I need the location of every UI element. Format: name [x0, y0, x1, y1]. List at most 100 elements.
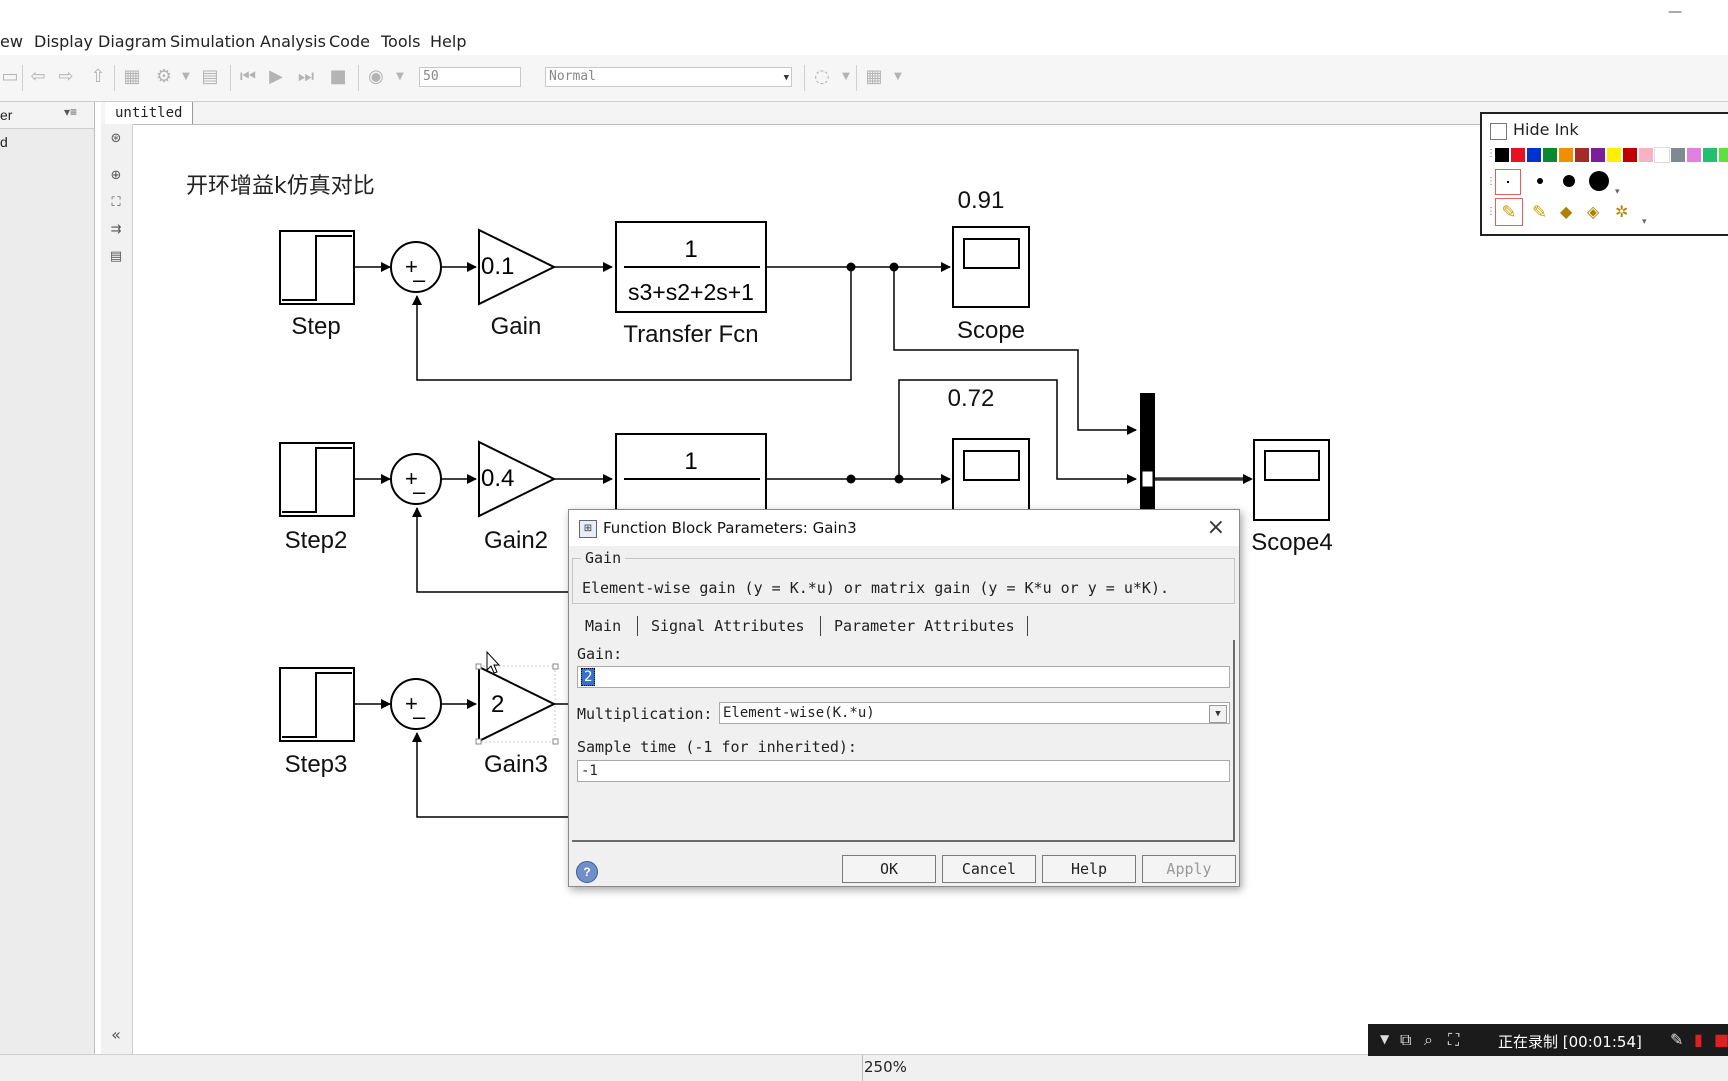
signal-line[interactable] [893, 267, 1137, 435]
help-button[interactable]: Help [1042, 855, 1136, 883]
region-icon[interactable]: ⛶ [1448, 1030, 1460, 1049]
pen-size-tiny[interactable] [1495, 169, 1521, 195]
sample-time-field[interactable]: -1 [577, 760, 1230, 782]
feedback-line[interactable] [412, 732, 568, 818]
feedback-line[interactable] [412, 507, 568, 593]
sum3-block[interactable]: + – [390, 678, 442, 730]
pen-size-medium[interactable] [1563, 175, 1575, 187]
chevron-down-icon[interactable]: ▼ [894, 71, 902, 82]
chevron-down-icon[interactable]: ▾ [1615, 186, 1620, 196]
chevron-down-icon[interactable]: ▾ [1642, 216, 1647, 226]
signal-line[interactable] [898, 379, 1137, 484]
chevron-down-icon[interactable]: ▼ [182, 71, 190, 82]
window-icon[interactable]: ⧉ [1400, 1030, 1412, 1049]
menu-view[interactable]: ew [0, 32, 23, 51]
fit-view-icon[interactable]: ⛶ [111, 195, 121, 210]
panel-menu-icon[interactable]: ▾≡ [64, 105, 78, 119]
pause-icon[interactable]: ▮ [1694, 1030, 1703, 1049]
ink-color-swatch[interactable] [1495, 148, 1509, 162]
model-browser-icon[interactable]: ▦ [123, 66, 141, 87]
menu-display[interactable]: Display [34, 32, 93, 51]
check-model-icon[interactable]: ◌ [814, 66, 830, 87]
menu-help[interactable]: Help [430, 32, 467, 51]
back-icon[interactable]: ⇦ [30, 66, 46, 87]
step-back-icon[interactable]: ⏮ [239, 66, 257, 87]
feedback-line[interactable] [412, 267, 852, 381]
highlighter-icon[interactable]: ✎ [1532, 202, 1548, 222]
step3-block[interactable] [279, 667, 355, 742]
forward-icon[interactable]: ⇨ [58, 66, 74, 87]
stop-icon[interactable]: ■ [329, 66, 347, 87]
print-icon[interactable]: ▭ [1, 66, 19, 87]
eraser-all-icon[interactable]: ✲ [1615, 204, 1629, 221]
ink-color-swatch[interactable] [1623, 148, 1637, 162]
scope4-block[interactable] [1253, 439, 1330, 521]
dialog-titlebar[interactable]: ⊞ Function Block Parameters: Gain3 × [569, 510, 1239, 546]
ink-color-swatch[interactable] [1527, 148, 1541, 162]
menu-tools[interactable]: Tools [381, 32, 421, 51]
menu-diagram[interactable]: Diagram [98, 32, 167, 51]
ink-color-swatch[interactable] [1703, 148, 1717, 162]
sum2-block[interactable]: + – [390, 453, 442, 505]
stop-time-input[interactable]: 50 [419, 67, 521, 87]
eraser-stroke-icon[interactable]: ◈ [1587, 204, 1600, 221]
library-icon[interactable]: ▤ [201, 66, 219, 87]
tab-untitled[interactable]: untitled [105, 102, 194, 124]
tab-parameter-attributes[interactable]: Parameter Attributes [834, 617, 1015, 635]
stop-record-icon[interactable]: ■ [1714, 1030, 1728, 1049]
menu-analysis[interactable]: Analysis [260, 32, 326, 51]
pen-size-small[interactable] [1537, 178, 1543, 184]
ink-color-swatch[interactable] [1719, 148, 1728, 162]
ok-button[interactable]: OK [842, 855, 936, 883]
ink-color-swatch[interactable] [1543, 148, 1557, 162]
mux-block[interactable] [1140, 393, 1155, 511]
step-forward-icon[interactable]: ⏭ [297, 66, 315, 87]
chevron-down-icon[interactable]: ▼ [842, 71, 850, 82]
pen-icon[interactable]: ✎ [1670, 1030, 1684, 1049]
menu-code[interactable]: Code [329, 32, 370, 51]
ink-color-swatch[interactable] [1591, 148, 1605, 162]
transfer-fcn-block[interactable]: 1 s3+s2+2s+1 [615, 221, 767, 313]
scope2-block[interactable] [952, 438, 1030, 520]
apply-button[interactable]: Apply [1142, 855, 1236, 883]
zoom-icon[interactable]: ⊕ [110, 168, 122, 183]
ink-color-swatch[interactable] [1511, 148, 1525, 162]
annotation-icon[interactable]: ▤ [109, 249, 123, 264]
hide-ink-checkbox[interactable] [1490, 123, 1507, 140]
ink-color-swatch[interactable] [1654, 147, 1670, 163]
pen-size-large[interactable] [1589, 171, 1609, 191]
minimize-button[interactable]: — [1668, 4, 1682, 20]
ink-color-swatch[interactable] [1575, 148, 1589, 162]
ink-color-swatch[interactable] [1559, 148, 1573, 162]
model-tree-item[interactable]: d [0, 134, 8, 150]
gain-field[interactable]: 2 [577, 666, 1230, 688]
up-icon[interactable]: ⇧ [90, 66, 106, 87]
cancel-button[interactable]: Cancel [942, 855, 1036, 883]
run-icon[interactable]: ▶ [269, 66, 283, 87]
close-icon[interactable]: × [1206, 515, 1225, 540]
zoom-icon[interactable]: ⌕ [1424, 1030, 1433, 1049]
menu-simulation[interactable]: Simulation [170, 32, 256, 51]
help-icon[interactable]: ? [576, 861, 598, 883]
simulation-mode-select[interactable]: Normal ▼ [545, 67, 792, 87]
settings-gear-icon[interactable]: ⚙ [155, 66, 173, 87]
record-icon[interactable]: ◉ [368, 66, 384, 87]
pen-icon[interactable]: ✎ [1495, 198, 1523, 226]
scope-block[interactable] [952, 226, 1030, 308]
eraser-icon[interactable]: ◆ [1560, 204, 1573, 221]
multiplication-select[interactable]: Element-wise(K.*u) ▼ [719, 702, 1230, 724]
tab-main[interactable]: Main [585, 617, 622, 635]
step-block[interactable] [279, 230, 355, 305]
hide-show-icon[interactable]: ⊛ [110, 131, 122, 146]
route-lines-icon[interactable]: ⇉ [110, 222, 122, 237]
ink-color-swatch[interactable] [1671, 148, 1685, 162]
dropdown-icon[interactable]: ▼ [1380, 1032, 1390, 1046]
gain2-block[interactable]: 0.4 [478, 440, 557, 518]
ink-color-swatch[interactable] [1639, 148, 1653, 162]
grid-icon[interactable]: ▦ [865, 66, 883, 87]
ink-color-swatch[interactable] [1607, 148, 1621, 162]
tab-signal-attributes[interactable]: Signal Attributes [651, 617, 805, 635]
chevron-down-icon[interactable]: ▼ [396, 71, 404, 82]
collapse-panel-icon[interactable]: « [111, 1025, 121, 1044]
sum-block[interactable]: + – [390, 241, 442, 293]
